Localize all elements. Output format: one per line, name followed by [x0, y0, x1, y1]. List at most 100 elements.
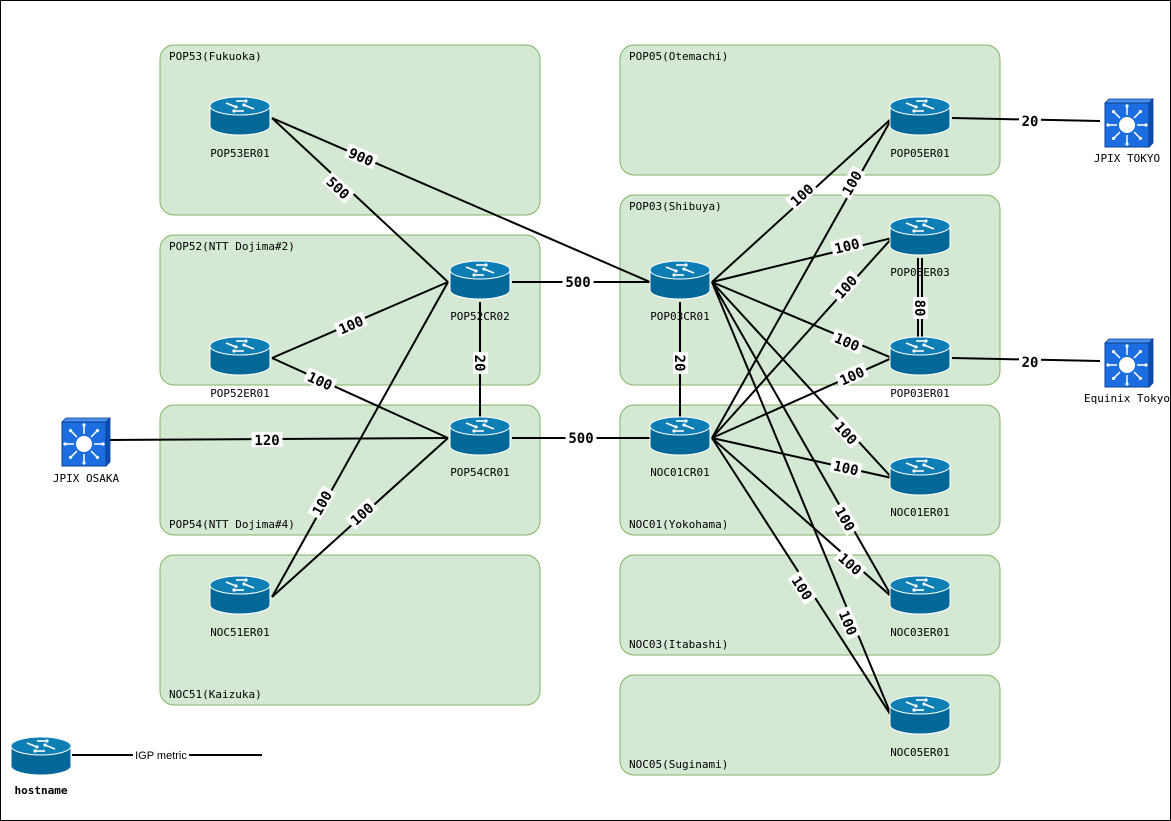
exchange-label: JPIX TOKYO [1094, 152, 1160, 165]
metric-label: 100 [307, 485, 336, 520]
router-hostname: POP52ER01 [210, 387, 270, 400]
router-icon [449, 416, 511, 456]
site-label: POP52(NTT Dojima#2) [169, 240, 295, 253]
legend-router-icon [10, 736, 72, 776]
router-hostname: POP53ER01 [210, 147, 270, 160]
router-icon [209, 575, 271, 615]
metric-bg [1018, 353, 1042, 370]
site-label: NOC01(Yokohama) [629, 518, 728, 531]
metric-value: 20 [1021, 114, 1038, 130]
router-hostname: NOC51ER01 [210, 626, 270, 639]
router-hostname: POP05ER01 [890, 147, 950, 160]
layer3-switch-icon [1104, 98, 1154, 148]
legend-label-bg [133, 748, 189, 762]
router-icon [649, 416, 711, 456]
site-box [159, 44, 541, 216]
site-box [619, 44, 1001, 176]
exchange-label: JPIX OSAKA [53, 472, 120, 485]
link-pop03cr01-noc05er01 [711, 281, 893, 718]
site-label: POP54(NTT Dojima#4) [169, 518, 295, 531]
site-label: NOC03(Itabashi) [629, 638, 728, 651]
router-noc01cr01: NOC01CR01 [649, 416, 711, 479]
exchange-label: Equinix Tokyo [1084, 392, 1170, 405]
router-hostname: NOC05ER01 [890, 746, 950, 759]
router-noc03er01: NOC03ER01 [889, 575, 951, 639]
layer3-switch-icon [61, 417, 111, 467]
metric-value: 120 [254, 433, 279, 449]
link-line [271, 281, 449, 598]
site-label: NOC51(Kaizuka) [169, 688, 262, 701]
exchange-equinix-tokyo: Equinix Tokyo [1084, 338, 1170, 405]
link-line [711, 237, 893, 439]
router-icon [889, 456, 951, 496]
link-line [711, 437, 893, 479]
metric-bg [834, 362, 870, 389]
site-pop05: POP05(Otemachi) [619, 44, 1001, 176]
router-pop53er01: POP53ER01 [209, 96, 271, 160]
metric-value: 100 [833, 236, 861, 258]
router-pop54cr01: POP54CR01 [449, 416, 511, 479]
router-pop05er01: POP05ER01 [889, 96, 951, 160]
metric-label: 100 [834, 362, 870, 389]
metric-label: 20 [471, 352, 488, 374]
legend-hostname-label: hostname [15, 784, 68, 797]
link-noc01cr01-noc01er01 [711, 437, 893, 479]
metric-value: 500 [568, 431, 593, 447]
router-icon [889, 336, 951, 376]
link-pop53er01-pop52cr02 [271, 117, 449, 283]
link-line [271, 117, 449, 283]
exchange-jpix-tokyo: JPIX TOKYO [1094, 98, 1160, 165]
metric-bg [302, 367, 338, 394]
metric-bg [830, 234, 864, 257]
metric-bg [673, 352, 688, 374]
metric-bg [251, 431, 283, 448]
legend-metric-label: IGP metric [135, 750, 187, 762]
metric-bg [562, 274, 594, 289]
router-hostname: POP03ER01 [890, 387, 950, 400]
site-label: POP05(Otemachi) [629, 50, 728, 63]
router-icon [889, 216, 951, 256]
link-noc01cr01-pop03er03 [711, 237, 893, 439]
metric-bg [829, 270, 862, 304]
exchange-jpix-osaka: JPIX OSAKA [53, 417, 120, 485]
metric-bg [345, 497, 379, 530]
metric-value: 20 [1021, 355, 1038, 371]
link-noc51er01-pop52cr02 [271, 281, 449, 598]
link-line [271, 117, 651, 283]
router-hostname: NOC01ER01 [890, 506, 950, 519]
link-pop03cr01-noc01er01 [711, 281, 893, 479]
link-pop52er01-pop54cr01 [271, 357, 449, 439]
router-pop03er03: POP03ER03 [889, 216, 951, 279]
router-icon [209, 96, 271, 136]
metric-bg [473, 352, 488, 374]
metric-bg [785, 178, 819, 211]
metric-label: 100 [829, 456, 863, 480]
router-hostname: NOC01CR01 [650, 466, 710, 479]
metric-bg [829, 328, 865, 355]
router-icon [449, 260, 511, 300]
metric-bg [343, 143, 379, 170]
metric-bg [837, 165, 866, 200]
metric-value: 20 [671, 355, 687, 372]
metric-label: 20 [671, 352, 688, 374]
router-hostname: POP03CR01 [650, 310, 710, 323]
router-pop52er01: POP52ER01 [209, 336, 271, 400]
link-line [711, 281, 893, 718]
metric-label: 100 [830, 234, 864, 258]
router-icon [209, 336, 271, 376]
metric-label: 120 [251, 431, 283, 449]
metric-value: 500 [565, 275, 590, 291]
router-icon [889, 575, 951, 615]
metric-bg [333, 311, 369, 338]
router-icon [649, 260, 711, 300]
metric-label: 20 [1018, 112, 1042, 130]
router-icon [889, 96, 951, 136]
site-label: NOC05(Suginami) [629, 758, 728, 771]
metric-label: 80 [911, 297, 928, 319]
link-line [271, 357, 449, 439]
link-pop03cr01-noc03er01 [711, 281, 893, 598]
metric-bg [831, 501, 860, 536]
router-hostname: NOC03ER01 [890, 626, 950, 639]
